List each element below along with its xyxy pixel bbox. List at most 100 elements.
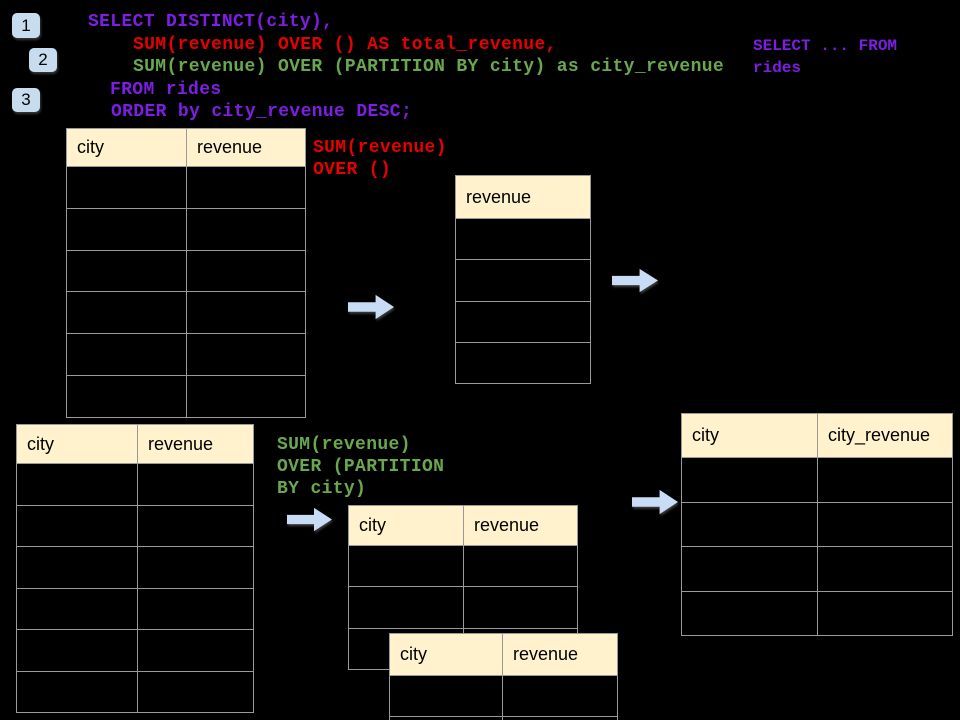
table-row [17, 630, 254, 672]
annotation-partition-line-3: BY city) [277, 479, 367, 499]
empty-cell [67, 375, 187, 418]
empty-cell [187, 167, 306, 209]
empty-cell [187, 250, 306, 293]
empty-cell [17, 671, 138, 713]
empty-cell [138, 630, 254, 672]
empty-cell [682, 458, 818, 503]
column-header-city: city [17, 425, 138, 464]
annotation-partition-line-2: OVER (PARTITION [277, 457, 445, 477]
empty-cell [818, 458, 953, 503]
annotation-partition-line-1: SUM(revenue) [277, 435, 411, 455]
empty-cell [682, 547, 818, 592]
column-header-revenue: revenue [503, 634, 618, 676]
column-header-city: city [390, 634, 503, 676]
table-row [67, 250, 306, 293]
column-header-city: city [67, 129, 187, 167]
table-row [17, 505, 254, 547]
side-note-rides: rides [753, 59, 802, 77]
empty-cell [456, 219, 591, 261]
empty-cell [503, 717, 618, 720]
empty-cell [138, 671, 254, 713]
empty-cell [682, 502, 818, 547]
annotation-total-line-1: SUM(revenue) [313, 138, 447, 158]
empty-cell [17, 588, 138, 630]
empty-cell [187, 208, 306, 251]
empty-cell [67, 208, 187, 251]
empty-cell [464, 587, 578, 629]
table-row [682, 547, 953, 592]
empty-cell [138, 588, 254, 630]
table-row [67, 208, 306, 251]
table-row [456, 260, 591, 302]
table-row [390, 717, 618, 720]
empty-cell [17, 547, 138, 589]
table-row [682, 591, 953, 636]
annotation-total-line-2: OVER () [313, 160, 392, 180]
column-header-city: city [349, 506, 464, 546]
sql-line-from: FROM rides [110, 80, 222, 100]
empty-cell [349, 587, 464, 629]
flow-arrow-partition-1-icon [287, 507, 332, 532]
table-row [67, 292, 306, 335]
table-row [67, 167, 306, 209]
sql-line-select: SELECT DISTINCT(city), [88, 12, 334, 32]
empty-cell [67, 167, 187, 209]
table-row [390, 676, 618, 717]
step-badge-2: 2 [29, 48, 57, 72]
table-row [349, 546, 578, 588]
table-row [67, 375, 306, 418]
column-header-city_revenue: city_revenue [818, 414, 953, 458]
column-header-revenue: revenue [456, 176, 591, 219]
table-row [349, 587, 578, 629]
column-header-revenue: revenue [187, 129, 306, 167]
table-row [456, 219, 591, 261]
table-row [682, 502, 953, 547]
empty-cell [67, 250, 187, 293]
empty-cell [187, 334, 306, 376]
empty-cell [187, 375, 306, 418]
empty-cell [138, 505, 254, 547]
table-row [17, 547, 254, 589]
empty-cell [818, 547, 953, 592]
empty-cell [456, 342, 591, 385]
table-header-row: revenue [456, 176, 591, 219]
table-row [456, 342, 591, 385]
empty-cell [349, 546, 464, 588]
empty-cell [456, 301, 591, 343]
empty-cell [17, 630, 138, 672]
empty-cell [17, 464, 138, 506]
empty-cell [67, 292, 187, 335]
empty-cell [456, 260, 591, 302]
table-row [682, 458, 953, 503]
empty-cell [682, 591, 818, 636]
table-row [17, 671, 254, 713]
sql-line-total-revenue: SUM(revenue) OVER () AS total_revenue, [133, 35, 557, 55]
step-badge-1: 1 [12, 13, 40, 38]
table-row [456, 301, 591, 343]
empty-cell [818, 591, 953, 636]
empty-cell [17, 505, 138, 547]
empty-cell [390, 717, 503, 720]
column-header-revenue: revenue [138, 425, 254, 464]
step-badge-3: 3 [12, 88, 40, 112]
sql-line-city-revenue: SUM(revenue) OVER (PARTITION BY city) as… [133, 57, 725, 77]
table-row [17, 588, 254, 630]
empty-cell [818, 502, 953, 547]
column-header-city: city [682, 414, 818, 458]
empty-cell [67, 334, 187, 376]
table-row [67, 334, 306, 376]
side-note-select-from: SELECT ... FROM [753, 37, 898, 55]
flow-arrow-partition-2-icon [632, 489, 678, 515]
flow-arrow-total-1-icon [348, 294, 394, 320]
sql-line-order-by: ORDER by city_revenue DESC; [111, 102, 413, 122]
